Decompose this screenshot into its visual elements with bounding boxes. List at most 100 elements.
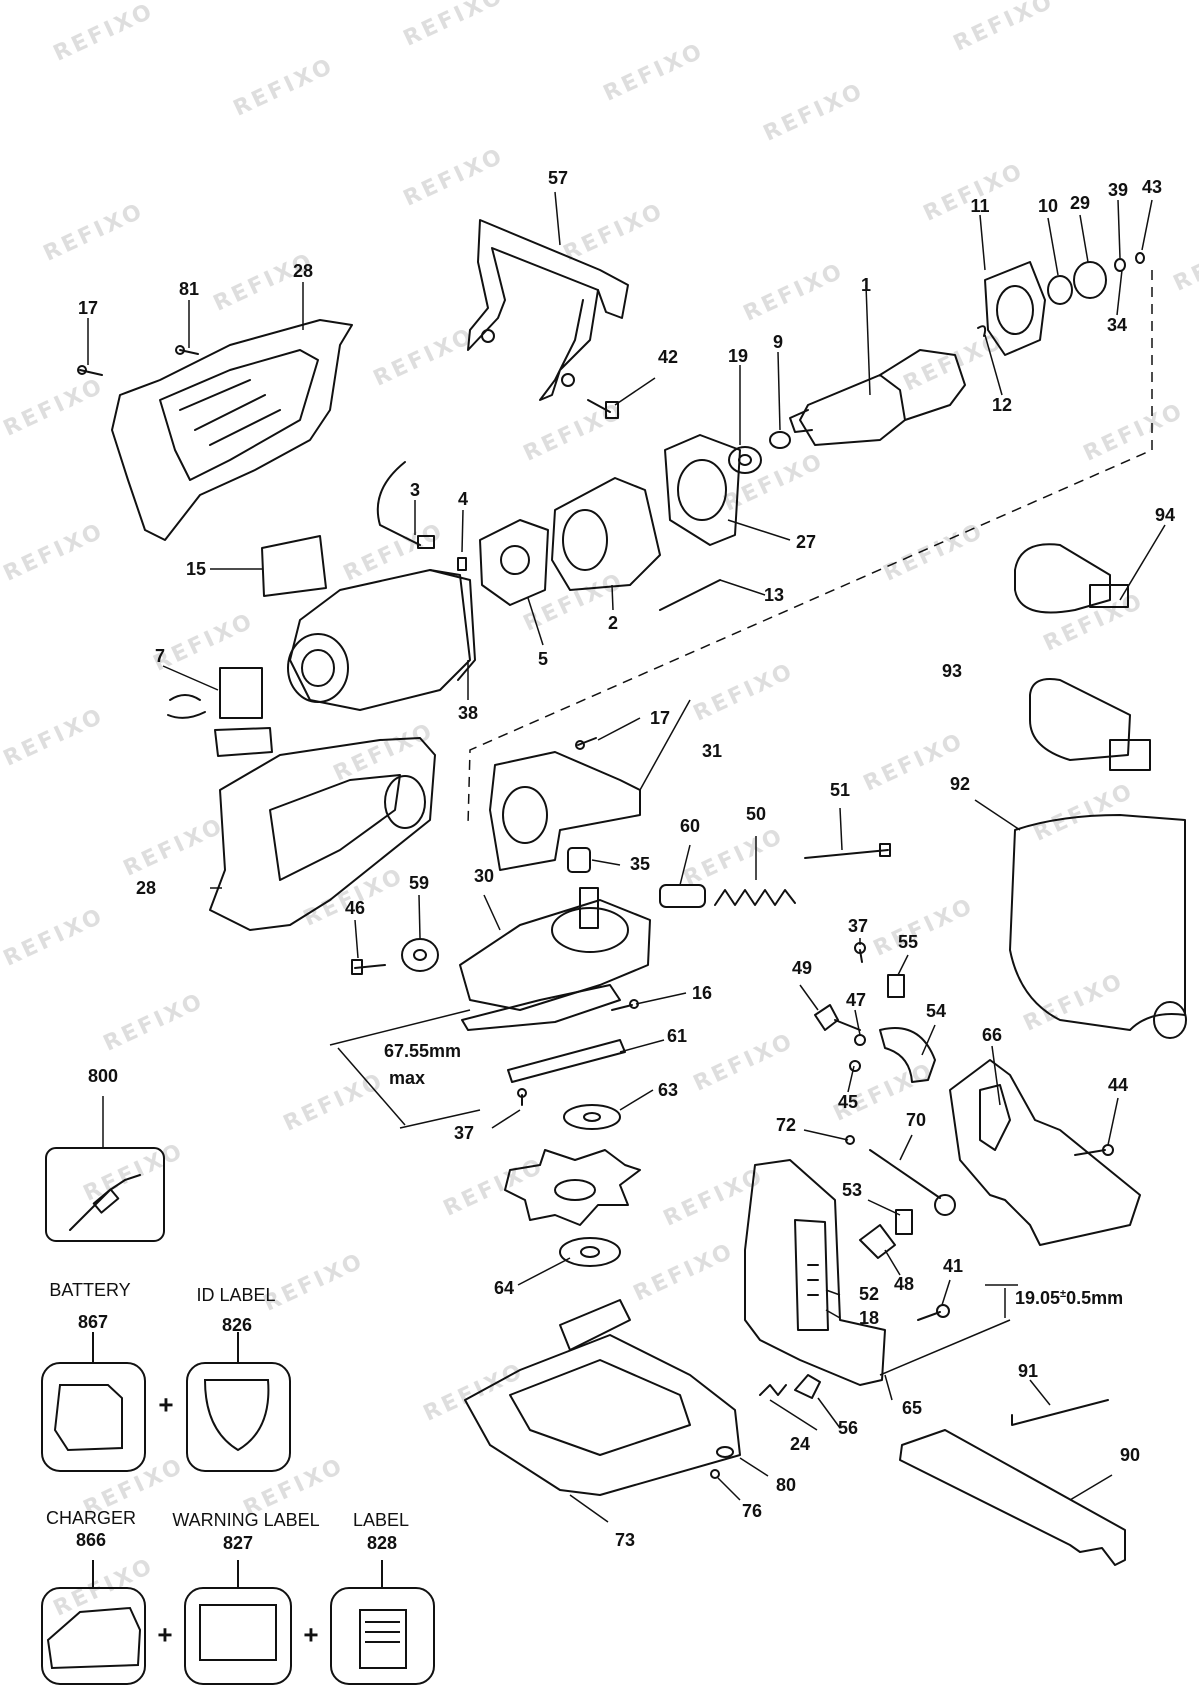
part-17-screw <box>575 737 597 750</box>
part-37-screw <box>517 1088 527 1106</box>
part-47-washer <box>854 1034 866 1046</box>
part-45-pin <box>849 1060 861 1072</box>
part-49-knob <box>814 1004 861 1031</box>
part-54-bracket <box>879 1027 936 1083</box>
callout-42: 42 <box>657 347 679 367</box>
callout-37: 37 <box>453 1123 475 1143</box>
callout-43: 43 <box>1141 177 1163 197</box>
part-29-pinion <box>1073 261 1107 299</box>
callout-90: 90 <box>1119 1445 1141 1465</box>
part-19-bearing <box>728 446 762 474</box>
callout-37: 37 <box>847 916 869 936</box>
charger-number: 866 <box>75 1530 107 1550</box>
battery-title: BATTERY <box>49 1280 131 1300</box>
callout-76: 76 <box>741 1501 763 1521</box>
part-53-clamp <box>895 1209 913 1235</box>
part-60-bushing <box>659 884 706 908</box>
callout-7: 7 <box>154 646 166 666</box>
battery-box <box>41 1362 146 1472</box>
callout-13: 13 <box>763 585 785 605</box>
callout-17: 17 <box>649 708 671 728</box>
part-81-screw <box>175 345 199 355</box>
callout-5: 5 <box>537 649 549 669</box>
callout-41: 41 <box>942 1256 964 1276</box>
id-label-number: 826 <box>221 1315 253 1335</box>
callout-92: 92 <box>949 774 971 794</box>
callout-60: 60 <box>679 816 701 836</box>
callout-18: 18 <box>858 1308 880 1328</box>
callout-16: 16 <box>691 983 713 1003</box>
part-51-rod <box>804 843 891 859</box>
callout-54: 54 <box>925 1001 947 1021</box>
part-10-bearing <box>1047 275 1073 305</box>
callout-91: 91 <box>1017 1361 1039 1381</box>
part-4-brush <box>457 557 467 571</box>
part-37-screw <box>854 942 866 963</box>
part-28-housing-half <box>209 737 436 931</box>
part-70-threaded-rod <box>869 1149 956 1216</box>
callout-12: 12 <box>991 395 1013 415</box>
part-80-washer <box>716 1446 734 1458</box>
dimension-lines <box>329 1009 1018 1376</box>
callout-4: 4 <box>457 489 469 509</box>
callout-72: 72 <box>775 1115 797 1135</box>
offset-dimension: 19.05±0.5mm <box>1015 1288 1123 1309</box>
callout-49: 49 <box>791 958 813 978</box>
part-56-clip <box>794 1374 821 1399</box>
id-label-box <box>186 1362 291 1472</box>
part-1-armature <box>789 349 966 446</box>
callout-17: 17 <box>77 298 99 318</box>
callout-55: 55 <box>897 932 919 952</box>
part-64-flange <box>559 1237 621 1267</box>
callout-9: 9 <box>772 332 784 352</box>
part-65-fence-plate <box>744 1159 886 1386</box>
offset-tolerance-sign: ± <box>1060 1288 1067 1300</box>
part-76-screw <box>710 1469 720 1479</box>
callout-3: 3 <box>409 480 421 500</box>
charger-box <box>41 1587 146 1685</box>
leader-lines <box>87 191 1166 1523</box>
callout-47: 47 <box>845 990 867 1010</box>
callout-64: 64 <box>493 1278 515 1298</box>
callout-65: 65 <box>901 1398 923 1418</box>
part-17-screw <box>77 365 103 376</box>
depth-dimension-qualifier: max <box>389 1068 426 1088</box>
callout-53: 53 <box>841 1180 863 1200</box>
callout-80: 80 <box>775 1475 797 1495</box>
part-91-hex-key <box>1011 1399 1109 1426</box>
callout-1: 1 <box>860 275 872 295</box>
part-11-baffle <box>984 261 1046 356</box>
part-42-screw <box>587 399 619 419</box>
part-93-dust-adapter <box>1029 678 1151 771</box>
part-5-brush-holder <box>479 519 549 606</box>
plus-sign: + <box>303 1619 319 1650</box>
part-28-housing-half <box>111 319 353 541</box>
callout-81: 81 <box>178 279 200 299</box>
part-46-screw <box>351 959 386 975</box>
part-7-switch <box>167 667 273 757</box>
part-13-rod <box>659 579 721 611</box>
callout-39: 39 <box>1107 180 1129 200</box>
part-15-label <box>261 535 327 597</box>
part-cutter-blade <box>504 1149 641 1226</box>
warning-label-number: 827 <box>222 1533 254 1553</box>
callout-56: 56 <box>837 1418 859 1438</box>
label-number: 828 <box>366 1533 398 1553</box>
callout-70: 70 <box>905 1110 927 1130</box>
callout-24: 24 <box>789 1434 811 1454</box>
callout-61: 61 <box>666 1026 688 1046</box>
part-12-clip <box>977 325 987 337</box>
callout-45: 45 <box>837 1092 859 1112</box>
callout-28: 28 <box>292 261 314 281</box>
part-24-spring <box>759 1384 787 1396</box>
part-35-bushing <box>567 847 591 873</box>
part-73-base-plate <box>464 1299 741 1496</box>
part-50-spring <box>714 889 796 906</box>
part-90-spanner <box>899 1429 1126 1566</box>
callout-10: 10 <box>1037 196 1059 216</box>
part-9-washer <box>769 431 791 449</box>
part-63-washer <box>563 1104 621 1130</box>
callout-29: 29 <box>1069 193 1091 213</box>
callout-19: 19 <box>727 346 749 366</box>
